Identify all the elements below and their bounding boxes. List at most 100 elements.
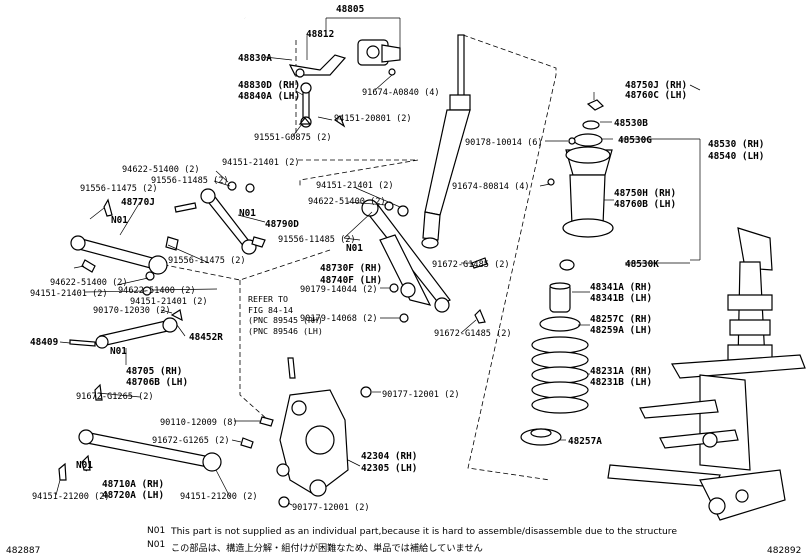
upper-control-arm-48790d <box>200 188 257 255</box>
label-48540[interactable]: 48540 (LH) <box>708 151 764 162</box>
label-91556-11475-a[interactable]: 91556-11475 (2) <box>80 184 158 194</box>
bump-stopper <box>549 282 571 313</box>
label-48760b[interactable]: 48760B (LH) <box>614 199 676 210</box>
label-91672-g1265-b[interactable]: 91672-G1265 (2) <box>152 436 230 446</box>
label-91672-g1265-a[interactable]: 91672-G1265 (2) <box>76 392 154 402</box>
label-48805[interactable]: 48805 <box>336 4 365 15</box>
stabilizer-bar <box>244 16 401 76</box>
label-48710a[interactable]: 48710A (RH) <box>102 479 164 490</box>
label-48341b[interactable]: 48341B (LH) <box>590 293 652 304</box>
label-94151-21200-b[interactable]: 94151-21200 (2) <box>180 492 258 502</box>
label-48830d[interactable]: 48830D (RH) <box>238 80 300 91</box>
label-90178-10014[interactable]: 90178-10014 (6) <box>465 138 543 148</box>
upper-arm-48730f <box>361 199 451 313</box>
label-90179-14068[interactable]: 90179-14068 (2) <box>300 314 378 324</box>
illustration-id-left: 482887 <box>6 546 41 556</box>
spring-insulator-lower <box>520 428 562 446</box>
label-48790d[interactable]: 48790D <box>265 219 299 230</box>
label-48830a[interactable]: 48830A <box>238 53 272 64</box>
note-code-en: N01 <box>147 526 166 536</box>
label-48730f[interactable]: 48730F (RH) <box>320 263 382 274</box>
shock-absorber <box>421 34 471 249</box>
label-n01-e[interactable]: N01 <box>76 460 93 471</box>
label-48750h[interactable]: 48750H (RH) <box>614 188 676 199</box>
label-94151-21401-c[interactable]: 94151-21401 (2) <box>30 289 108 299</box>
label-48530k[interactable]: 48530K <box>625 259 659 270</box>
label-48750j[interactable]: 48750J (RH) <box>625 80 687 91</box>
label-94622-51400-d[interactable]: 94622-51400 (2) <box>118 286 196 296</box>
label-94151-21200-a[interactable]: 94151-21200 (2) <box>32 492 110 502</box>
note-code-ja: N01 <box>147 540 166 550</box>
lower-dashed-outline <box>139 249 331 281</box>
knuckle-dashed-outline <box>239 280 269 421</box>
label-48760c[interactable]: 48760C (LH) <box>625 90 687 101</box>
assembled-suspension-view <box>607 227 806 521</box>
label-48812[interactable]: 48812 <box>306 29 334 40</box>
label-90179-14044[interactable]: 90179-14044 (2) <box>300 285 378 295</box>
label-48259a[interactable]: 48259A (LH) <box>590 325 652 336</box>
label-91556-11475-b[interactable]: 91556-11475 (2) <box>168 256 246 266</box>
label-48409[interactable]: 48409 <box>30 337 59 348</box>
refer-line-3: (PNC 89545 (RH) <box>248 315 323 325</box>
label-48452r[interactable]: 48452R <box>189 332 223 343</box>
label-48530b[interactable]: 48530B <box>614 118 648 129</box>
label-91556-11485-b[interactable]: 91556-11485 (2) <box>278 235 356 245</box>
label-91556-11485-a[interactable]: 91556-11485 (2) <box>151 176 229 186</box>
label-n01-d[interactable]: N01 <box>110 346 127 357</box>
label-42305[interactable]: 42305 (LH) <box>361 463 417 474</box>
label-94622-51400-a[interactable]: 94622-51400 (2) <box>122 165 200 175</box>
refer-line-4: (PNC 89546 (LH) <box>248 325 323 336</box>
label-48231a[interactable]: 48231A (RH) <box>590 366 652 377</box>
coil-spring <box>531 336 589 414</box>
label-48840a[interactable]: 48840A (LH) <box>238 91 300 102</box>
lower-arm-48770j <box>70 235 168 275</box>
label-91672-g1485-b[interactable]: 91672-G1485 (2) <box>434 329 512 339</box>
leader-lines <box>55 17 701 506</box>
knuckle-42304 <box>276 389 349 497</box>
label-94622-51400-c[interactable]: 94622-51400 (2) <box>50 278 128 288</box>
label-48257c[interactable]: 48257C (RH) <box>590 314 652 325</box>
label-94151-21401-b[interactable]: 94151-21401 (2) <box>316 181 394 191</box>
label-91674-a0840[interactable]: 91674-A0840 (4) <box>362 88 440 98</box>
lower-arm-48710a <box>78 429 222 472</box>
link-dashed-outline <box>298 159 419 188</box>
label-90170-12030[interactable]: 90170-12030 (2) <box>93 306 171 316</box>
abs-sensor-bolt <box>287 357 296 379</box>
strut-assembly-outline <box>462 34 557 481</box>
upper-support-stack <box>559 99 614 271</box>
label-91674-80814[interactable]: 91674-80814 (4) <box>452 182 530 192</box>
illustration-id-right: 482892 <box>767 546 802 556</box>
label-48720a[interactable]: 48720A (LH) <box>102 490 164 501</box>
label-48231b[interactable]: 48231B (LH) <box>590 377 652 388</box>
label-n01-c[interactable]: N01 <box>346 243 363 254</box>
refer-line-2[interactable]: FIG 84-14 <box>248 304 293 315</box>
label-90177-12001-b[interactable]: 90177-12001 (2) <box>292 503 370 513</box>
nut-91674-a0840 <box>388 68 396 76</box>
label-90110-12009[interactable]: 90110-12009 (8) <box>160 418 238 428</box>
label-n01-a[interactable]: N01 <box>111 215 128 226</box>
label-91551-g0875[interactable]: 91551-G0875 (2) <box>254 133 332 143</box>
label-94151-20801[interactable]: 94151-20801 (2) <box>334 114 412 124</box>
note-text-en: This part is not supplied as an individu… <box>171 526 678 537</box>
refer-line-1: REFER TO <box>248 294 288 304</box>
label-48705[interactable]: 48705 (RH) <box>126 366 182 377</box>
spring-insulator-upper <box>539 316 581 332</box>
label-48530g[interactable]: 48530G <box>618 135 652 146</box>
label-48257a[interactable]: 48257A <box>568 436 602 447</box>
label-94151-21401-d[interactable]: 94151-21401 (2) <box>130 297 208 307</box>
label-91672-g1485-a[interactable]: 91672-G1485 (2) <box>432 260 510 270</box>
label-48530[interactable]: 48530 (RH) <box>708 139 764 150</box>
label-n01-b[interactable]: N01 <box>239 208 256 219</box>
label-42304[interactable]: 42304 (RH) <box>361 451 417 462</box>
refer-to-note: REFER TO FIG 84-14 (PNC 89545 (RH) (PNC … <box>248 294 323 336</box>
label-94622-51400-b[interactable]: 94622-51400 (2) <box>308 197 386 207</box>
label-48770j[interactable]: 48770J <box>121 197 155 208</box>
label-48706b[interactable]: 48706B (LH) <box>126 377 188 388</box>
toe-control-arm-48705 <box>95 317 178 349</box>
label-48740f[interactable]: 48740F (LH) <box>320 275 382 286</box>
label-94151-21401-a[interactable]: 94151-21401 (2) <box>222 158 300 168</box>
label-90177-12001-a[interactable]: 90177-12001 (2) <box>382 390 460 400</box>
note-text-ja: この部品は、構造上分解・組付けが困難なため、単品では補給していません <box>171 543 483 554</box>
label-48341a[interactable]: 48341A (RH) <box>590 282 652 293</box>
